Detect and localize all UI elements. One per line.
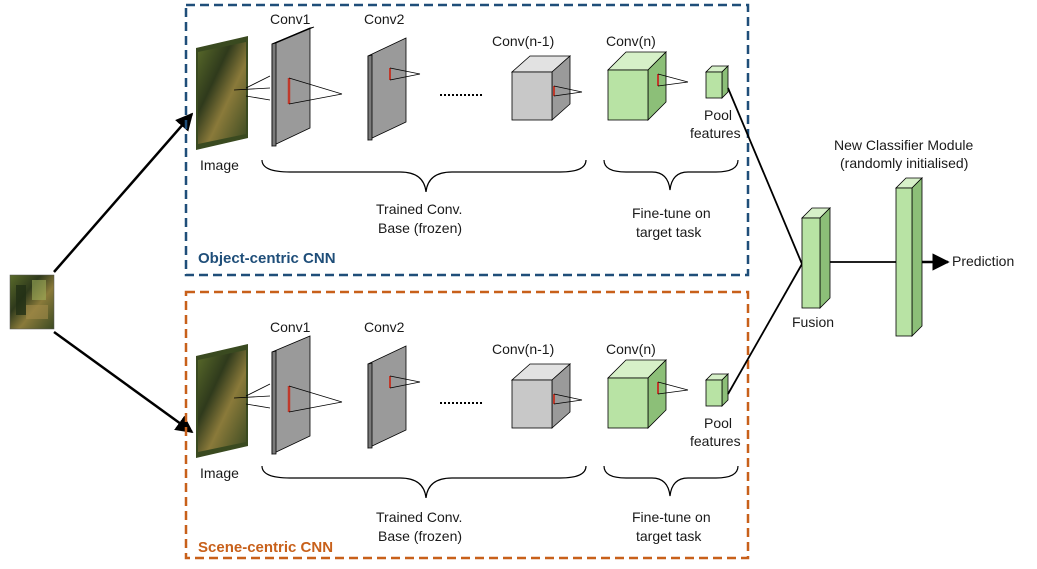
object-image-stack <box>196 36 271 150</box>
object-finetune-label-1: Fine-tune on <box>632 205 711 221</box>
classifier-label-1: New Classifier Module <box>834 137 973 153</box>
scene-pool-block <box>705 373 729 407</box>
object-pool-to-fusion-line <box>727 87 803 265</box>
classifier-label-2: (randomly initialised) <box>840 155 968 171</box>
object-base-label-2: Base (frozen) <box>378 220 462 236</box>
scene-finetune-label-1: Fine-tune on <box>632 509 711 525</box>
scene-centric-panel: Scene-centric CNN Image Conv1 Conv2 <box>184 290 750 560</box>
scene-base-brace <box>261 465 587 499</box>
scene-conv2-block <box>367 345 421 449</box>
prediction-label: Prediction <box>952 253 1014 269</box>
scene-conv-n-minus-1-label: Conv(n-1) <box>492 341 554 357</box>
scene-conv-n-block <box>607 359 689 429</box>
object-conv-n-block <box>607 51 689 121</box>
scene-conv1-label: Conv1 <box>270 319 311 335</box>
scene-panel-title: Scene-centric CNN <box>198 539 333 556</box>
object-conv-n-label: Conv(n) <box>606 33 656 49</box>
fusion-label: Fusion <box>792 314 834 330</box>
scene-base-label-1: Trained Conv. <box>376 509 462 525</box>
object-panel-title: Object-centric CNN <box>198 250 336 267</box>
scene-finetune-brace <box>603 465 739 497</box>
object-pool-block <box>705 65 729 99</box>
object-finetune-label-2: target task <box>636 224 702 240</box>
input-image <box>9 274 55 330</box>
scene-pool-to-fusion-line <box>727 263 803 395</box>
scene-panel-frame <box>184 290 750 560</box>
scene-conv-n-minus-1-block <box>510 363 583 429</box>
scene-pool-label-2: features <box>690 433 741 449</box>
object-finetune-brace <box>603 159 739 191</box>
input-to-scene-arrow <box>53 330 194 434</box>
object-image-label: Image <box>200 157 239 173</box>
scene-conv2-label: Conv2 <box>364 319 405 335</box>
object-panel-frame <box>184 3 750 277</box>
scene-conv1-block <box>271 335 343 455</box>
object-base-label-1: Trained Conv. <box>376 201 462 217</box>
object-conv1-block <box>271 26 343 147</box>
scene-image-label: Image <box>200 465 239 481</box>
scene-base-label-2: Base (frozen) <box>378 528 462 544</box>
fusion-block <box>801 207 831 309</box>
scene-image-stack <box>196 344 271 458</box>
scene-finetune-label-2: target task <box>636 528 702 544</box>
object-centric-panel: Object-centric CNN Image Conv1 <box>184 3 750 277</box>
object-conv2-label: Conv2 <box>364 11 405 27</box>
object-conv-n-minus-1-label: Conv(n-1) <box>492 33 554 49</box>
classifier-block <box>895 177 923 337</box>
object-base-brace <box>261 159 587 193</box>
scene-conv-n-label: Conv(n) <box>606 341 656 357</box>
scene-pool-label-1: Pool <box>704 415 732 431</box>
object-pool-label-2: features <box>690 125 741 141</box>
object-conv2-block <box>367 37 421 141</box>
input-to-object-arrow <box>53 112 194 273</box>
object-conv-n-minus-1-block <box>510 55 583 121</box>
object-pool-label-1: Pool <box>704 107 732 123</box>
object-conv1-label: Conv1 <box>270 11 311 27</box>
